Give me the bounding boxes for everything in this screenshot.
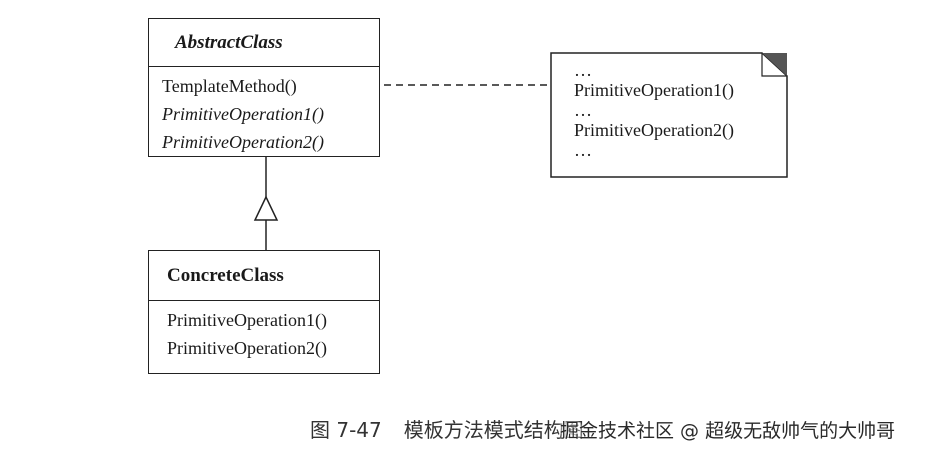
- note-line-ellipsis-3: …: [574, 140, 592, 160]
- note-line-ellipsis-2: …: [574, 100, 592, 120]
- figure-caption: 图 7-47 模板方法模式结构图: [310, 414, 584, 443]
- note-folded-corner: [762, 53, 787, 76]
- primitive-operation-1-abstract: PrimitiveOperation1(): [162, 104, 324, 124]
- concrete-class-box: ConcreteClass PrimitiveOperation1() Prim…: [148, 250, 380, 374]
- note-line-primitive-operation-2: PrimitiveOperation2(): [574, 120, 734, 140]
- primitive-operation-2-concrete: PrimitiveOperation2(): [167, 338, 327, 358]
- abstract-class-name: AbstractClass: [149, 19, 379, 67]
- note-line-ellipsis-1: …: [574, 60, 592, 80]
- primitive-operation-2-abstract: PrimitiveOperation2(): [162, 132, 324, 152]
- uml-note: … PrimitiveOperation1() … PrimitiveOpera…: [550, 52, 788, 178]
- primitive-operation-1-concrete: PrimitiveOperation1(): [167, 310, 327, 330]
- note-shape: [550, 52, 788, 178]
- abstract-class-box: AbstractClass TemplateMethod() Primitive…: [148, 18, 380, 157]
- concrete-class-name: ConcreteClass: [149, 251, 379, 301]
- template-method-operation: TemplateMethod(): [162, 76, 297, 96]
- watermark: 掘金技术社区 @ 超级无敌帅气的大帅哥: [560, 420, 896, 442]
- figure-number: 图 7-47: [310, 418, 382, 442]
- concrete-class-operations: PrimitiveOperation1() PrimitiveOperation…: [149, 301, 379, 362]
- inheritance-arrowhead: [253, 195, 279, 221]
- abstract-class-operations: TemplateMethod() PrimitiveOperation1() P…: [149, 67, 379, 156]
- figure-title: 模板方法模式结构图: [403, 418, 584, 442]
- note-text: … PrimitiveOperation1() … PrimitiveOpera…: [574, 60, 734, 160]
- note-line-primitive-operation-1: PrimitiveOperation1(): [574, 80, 734, 100]
